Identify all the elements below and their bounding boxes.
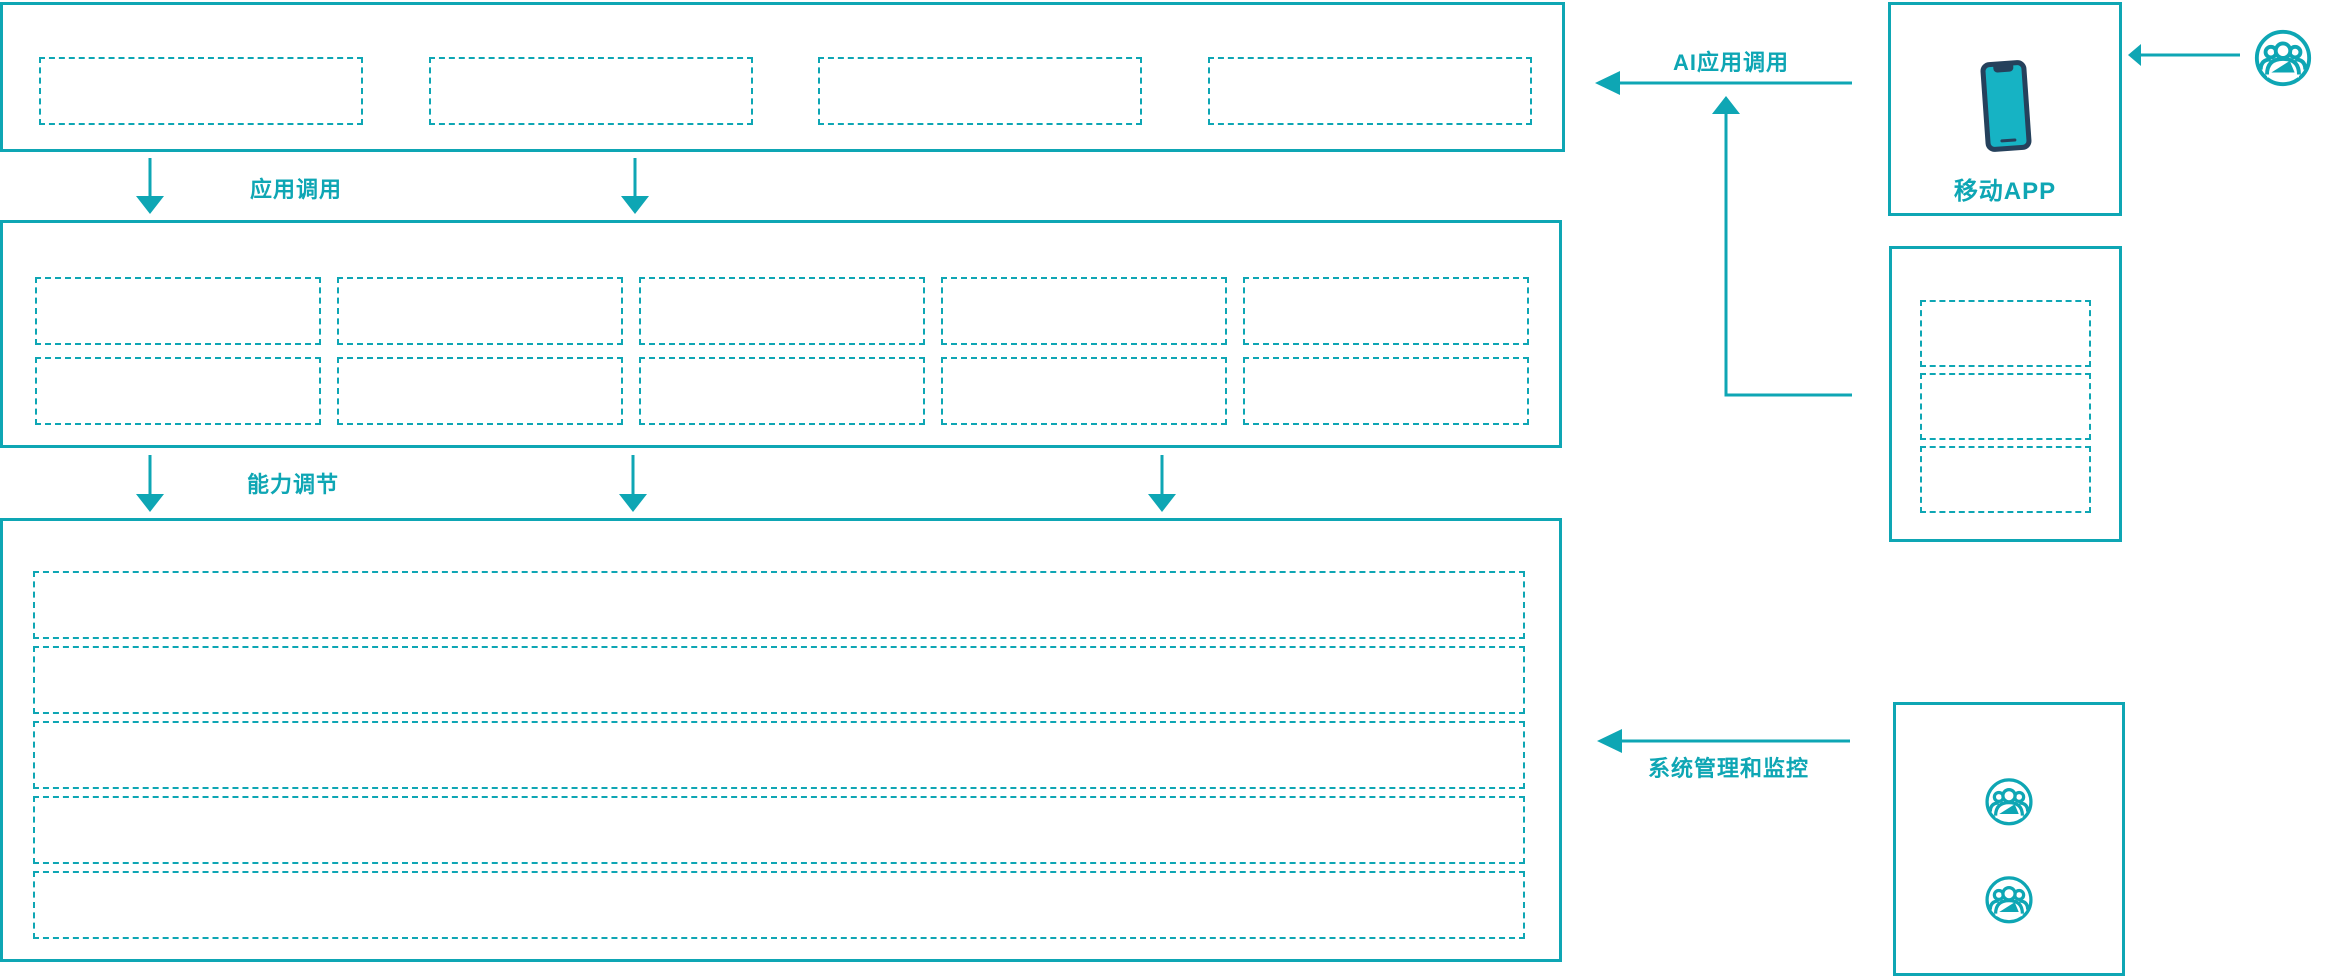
arrow-user-to-app-left — [2128, 44, 2240, 66]
phone-speaker — [2000, 138, 2017, 143]
arrow-app-call-down-2 — [621, 158, 649, 214]
arrow-capability-down-1 — [136, 455, 164, 512]
capability-slot — [941, 357, 1227, 425]
capability-slot — [35, 277, 321, 345]
mobile-app-box: 移动APP — [1888, 2, 2122, 216]
phone-notch — [1993, 64, 2014, 73]
module-slot — [1920, 373, 2091, 440]
arrow-capability-down-2 — [619, 455, 647, 512]
admin-icons — [1896, 775, 2122, 925]
capability-slot — [337, 277, 623, 345]
ai-app-call-label: AI应用调用 — [1673, 50, 1790, 75]
capability-row — [35, 357, 1529, 425]
resource-rows — [33, 571, 1525, 939]
app-layer-slot — [818, 57, 1143, 125]
capability-slot — [639, 277, 925, 345]
capability-slot — [941, 277, 1227, 345]
app-call-label: 应用调用 — [250, 177, 343, 202]
resource-row — [33, 571, 1525, 639]
connector-module-up — [1712, 96, 1852, 397]
resource-row — [33, 796, 1525, 864]
app-layer-slot — [1207, 57, 1532, 125]
app-layer-slot — [39, 57, 363, 125]
arrow-app-call-down-1 — [136, 158, 164, 214]
module-slot — [1920, 300, 2091, 367]
capability-row — [35, 277, 1529, 345]
capability-slot — [1243, 357, 1529, 425]
module-box — [1889, 246, 2122, 542]
users-icon — [2252, 26, 2314, 88]
arrow-system-admin-left — [1597, 729, 1850, 753]
app-layer-slot — [428, 57, 753, 125]
resource-row — [33, 721, 1525, 789]
capability-slot — [337, 357, 623, 425]
admin-box — [1893, 702, 2125, 976]
resource-layer-box — [0, 518, 1562, 962]
users-icon — [1983, 775, 2035, 827]
module-slots — [1892, 300, 2119, 513]
system-admin-label: 系统管理和监控 — [1648, 756, 1810, 781]
external-user-icon — [2252, 26, 2314, 88]
resource-row — [33, 646, 1525, 714]
capability-adjust-label: 能力调节 — [247, 472, 340, 497]
resource-row — [33, 871, 1525, 939]
module-slot — [1920, 446, 2091, 513]
users-icon — [1983, 873, 2035, 925]
mobile-app-label: 移动APP — [1953, 178, 2057, 205]
smartphone-icon — [1979, 59, 2033, 153]
app-layer-box — [0, 2, 1565, 152]
arrow-capability-down-3 — [1148, 455, 1176, 512]
capability-slot — [1243, 277, 1529, 345]
capability-layer-box — [0, 220, 1562, 448]
capability-slot — [35, 357, 321, 425]
capability-slot — [639, 357, 925, 425]
